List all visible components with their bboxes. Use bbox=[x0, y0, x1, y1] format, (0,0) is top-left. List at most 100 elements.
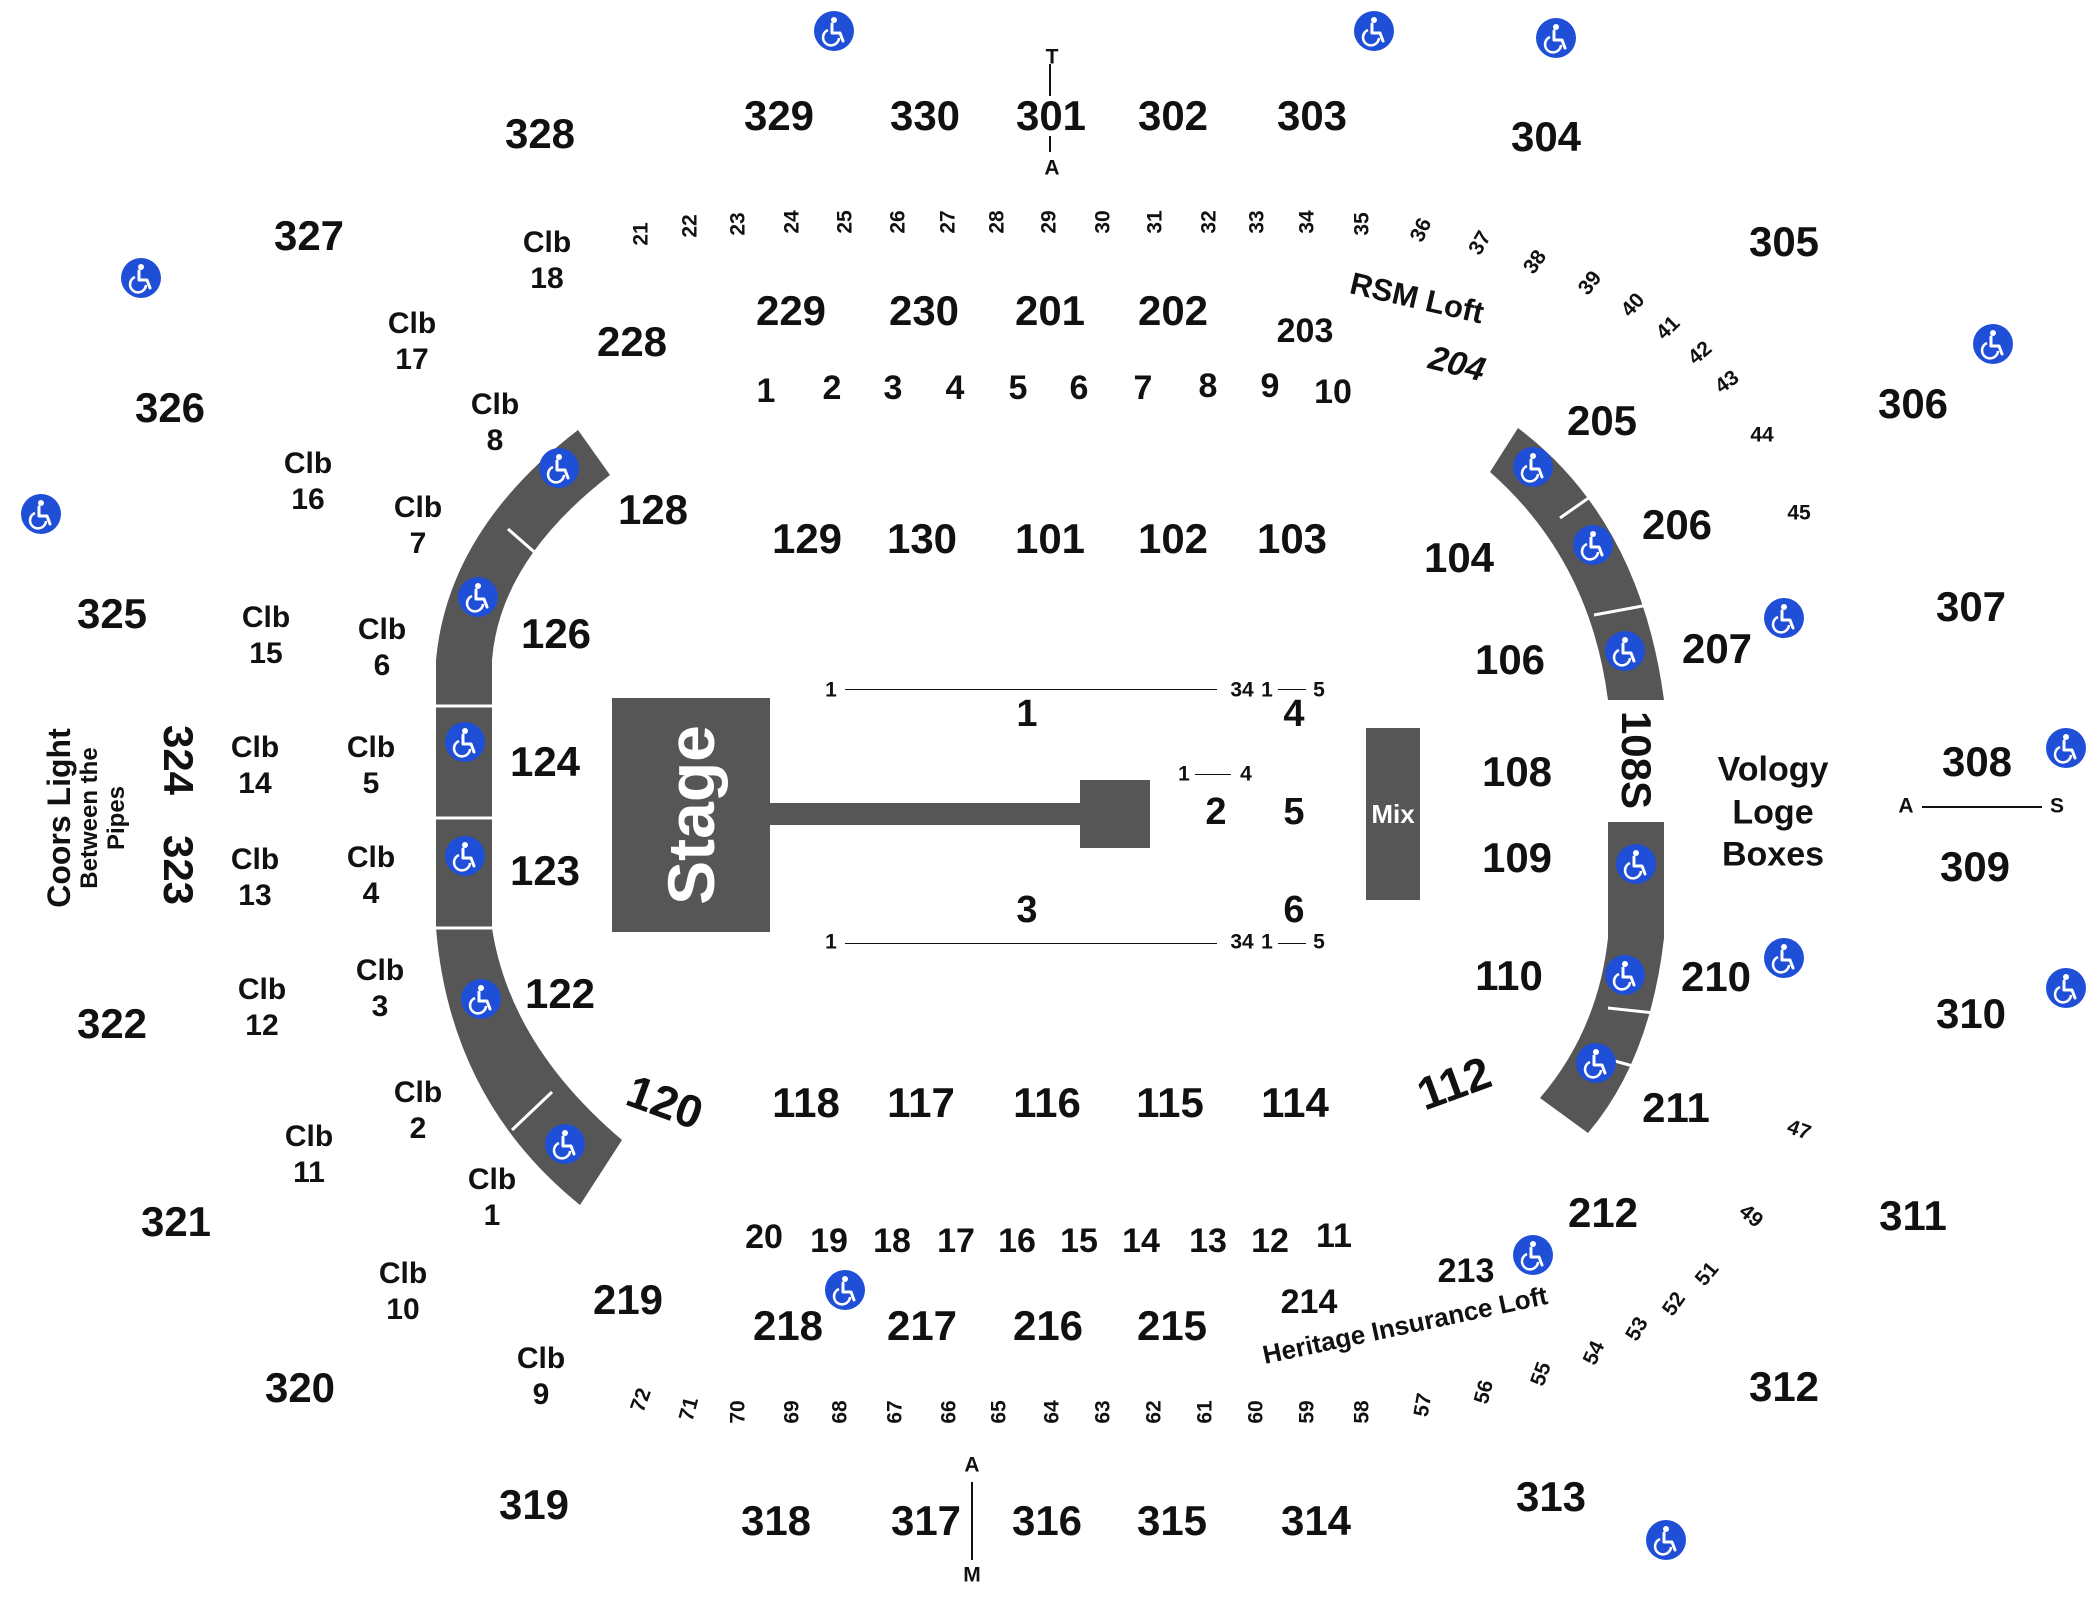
floor-section-2[interactable]: 2 bbox=[1205, 791, 1227, 833]
bottom-row-13[interactable]: 13 bbox=[1189, 1222, 1227, 1260]
wheelchair-icon[interactable] bbox=[121, 258, 161, 298]
bottom-row-11[interactable]: 11 bbox=[1316, 1217, 1352, 1255]
section-319[interactable]: 319 bbox=[498, 1481, 570, 1528]
section-229[interactable]: 229 bbox=[755, 287, 827, 334]
vology-loge-boxes-label[interactable]: Vology Loge Boxes bbox=[1718, 748, 1829, 876]
section-202[interactable]: 202 bbox=[1137, 287, 1209, 334]
section-324[interactable]: 324 bbox=[155, 724, 202, 796]
loft-seat-65[interactable]: 65 bbox=[987, 1400, 1011, 1424]
wheelchair-icon[interactable] bbox=[1764, 598, 1804, 638]
wheelchair-icon[interactable] bbox=[2046, 728, 2086, 768]
top-row-9[interactable]: 9 bbox=[1260, 367, 1280, 405]
section-315[interactable]: 315 bbox=[1136, 1497, 1208, 1544]
section-309[interactable]: 309 bbox=[1939, 843, 2011, 890]
wheelchair-icon[interactable] bbox=[825, 1270, 865, 1310]
section-206[interactable]: 206 bbox=[1641, 501, 1713, 548]
loft-seat-35[interactable]: 35 bbox=[1350, 212, 1374, 236]
section-218[interactable]: 218 bbox=[752, 1302, 824, 1349]
section-304[interactable]: 304 bbox=[1510, 113, 1582, 160]
section-130[interactable]: 130 bbox=[886, 515, 958, 562]
section-213[interactable]: 213 bbox=[1437, 1252, 1495, 1290]
section-123[interactable]: 123 bbox=[509, 847, 581, 894]
loft-seat-30[interactable]: 30 bbox=[1091, 210, 1115, 234]
bottom-row-17[interactable]: 17 bbox=[937, 1222, 975, 1260]
section-308[interactable]: 308 bbox=[1941, 738, 2013, 785]
section-124[interactable]: 124 bbox=[509, 738, 581, 785]
top-row-7[interactable]: 7 bbox=[1133, 369, 1153, 407]
top-row-4[interactable]: 4 bbox=[945, 369, 965, 407]
top-row-6[interactable]: 6 bbox=[1069, 369, 1089, 407]
wheelchair-icon[interactable] bbox=[1605, 955, 1645, 995]
wheelchair-icon[interactable] bbox=[445, 836, 485, 876]
loft-seat-56[interactable]: 56 bbox=[1469, 1377, 1499, 1407]
section-314[interactable]: 314 bbox=[1280, 1497, 1352, 1544]
loft-seat-29[interactable]: 29 bbox=[1037, 210, 1061, 234]
section-215[interactable]: 215 bbox=[1136, 1302, 1208, 1349]
section-307[interactable]: 307 bbox=[1935, 583, 2007, 630]
section-330[interactable]: 330 bbox=[889, 92, 961, 139]
wheelchair-icon[interactable] bbox=[461, 979, 501, 1019]
section-102[interactable]: 102 bbox=[1137, 515, 1209, 562]
coors-light-pipes-label[interactable]: Coors Light Between the Pipes bbox=[41, 728, 130, 908]
section-313[interactable]: 313 bbox=[1515, 1473, 1587, 1520]
section-114[interactable]: 114 bbox=[1261, 1079, 1329, 1126]
section-216[interactable]: 216 bbox=[1012, 1302, 1084, 1349]
section-108[interactable]: 108 bbox=[1481, 748, 1553, 795]
loft-seat-26[interactable]: 26 bbox=[886, 210, 910, 234]
bottom-row-18[interactable]: 18 bbox=[873, 1222, 911, 1260]
section-115[interactable]: 115 bbox=[1136, 1079, 1204, 1126]
top-row-1[interactable]: 1 bbox=[756, 372, 776, 410]
section-211[interactable]: 211 bbox=[1642, 1084, 1710, 1131]
section-230[interactable]: 230 bbox=[888, 287, 960, 334]
loft-seat-66[interactable]: 66 bbox=[937, 1400, 961, 1424]
loft-seat-33[interactable]: 33 bbox=[1245, 210, 1269, 234]
section-303[interactable]: 303 bbox=[1276, 92, 1348, 139]
loft-seat-32[interactable]: 32 bbox=[1197, 210, 1221, 234]
loft-seat-63[interactable]: 63 bbox=[1091, 1400, 1115, 1424]
section-212[interactable]: 212 bbox=[1567, 1189, 1639, 1236]
floor-section-6[interactable]: 6 bbox=[1283, 889, 1305, 931]
loft-seat-58[interactable]: 58 bbox=[1350, 1400, 1374, 1424]
wheelchair-icon[interactable] bbox=[445, 722, 485, 762]
top-row-10[interactable]: 10 bbox=[1314, 373, 1352, 411]
floor-section-3[interactable]: 3 bbox=[1016, 889, 1038, 931]
section-203[interactable]: 203 bbox=[1276, 312, 1334, 350]
loft-seat-70[interactable]: 70 bbox=[726, 1400, 750, 1424]
section-207[interactable]: 207 bbox=[1681, 625, 1753, 672]
loft-seat-28[interactable]: 28 bbox=[985, 210, 1009, 234]
loft-seat-31[interactable]: 31 bbox=[1143, 210, 1167, 234]
section-320[interactable]: 320 bbox=[264, 1364, 336, 1411]
wheelchair-icon[interactable] bbox=[1764, 938, 1804, 978]
bottom-row-15[interactable]: 15 bbox=[1060, 1222, 1098, 1260]
section-318[interactable]: 318 bbox=[740, 1497, 812, 1544]
section-219[interactable]: 219 bbox=[592, 1276, 664, 1323]
section-310[interactable]: 310 bbox=[1935, 990, 2007, 1037]
section-317[interactable]: 317 bbox=[890, 1497, 962, 1544]
section-210[interactable]: 210 bbox=[1680, 953, 1752, 1000]
section-129[interactable]: 129 bbox=[771, 515, 843, 562]
wheelchair-icon[interactable] bbox=[1646, 1520, 1686, 1560]
loft-seat-27[interactable]: 27 bbox=[936, 210, 960, 234]
section-201[interactable]: 201 bbox=[1014, 287, 1086, 334]
top-row-5[interactable]: 5 bbox=[1008, 369, 1028, 407]
section-110[interactable]: 110 bbox=[1475, 952, 1543, 999]
loft-seat-21[interactable]: 21 bbox=[629, 222, 653, 246]
section-305[interactable]: 305 bbox=[1748, 218, 1820, 265]
bottom-row-12[interactable]: 12 bbox=[1251, 1222, 1289, 1260]
section-214[interactable]: 214 bbox=[1280, 1283, 1338, 1321]
bottom-row-20[interactable]: 20 bbox=[745, 1218, 783, 1256]
section-322[interactable]: 322 bbox=[76, 1000, 148, 1047]
section-118[interactable]: 118 bbox=[772, 1079, 840, 1126]
wheelchair-icon[interactable] bbox=[1536, 18, 1576, 58]
